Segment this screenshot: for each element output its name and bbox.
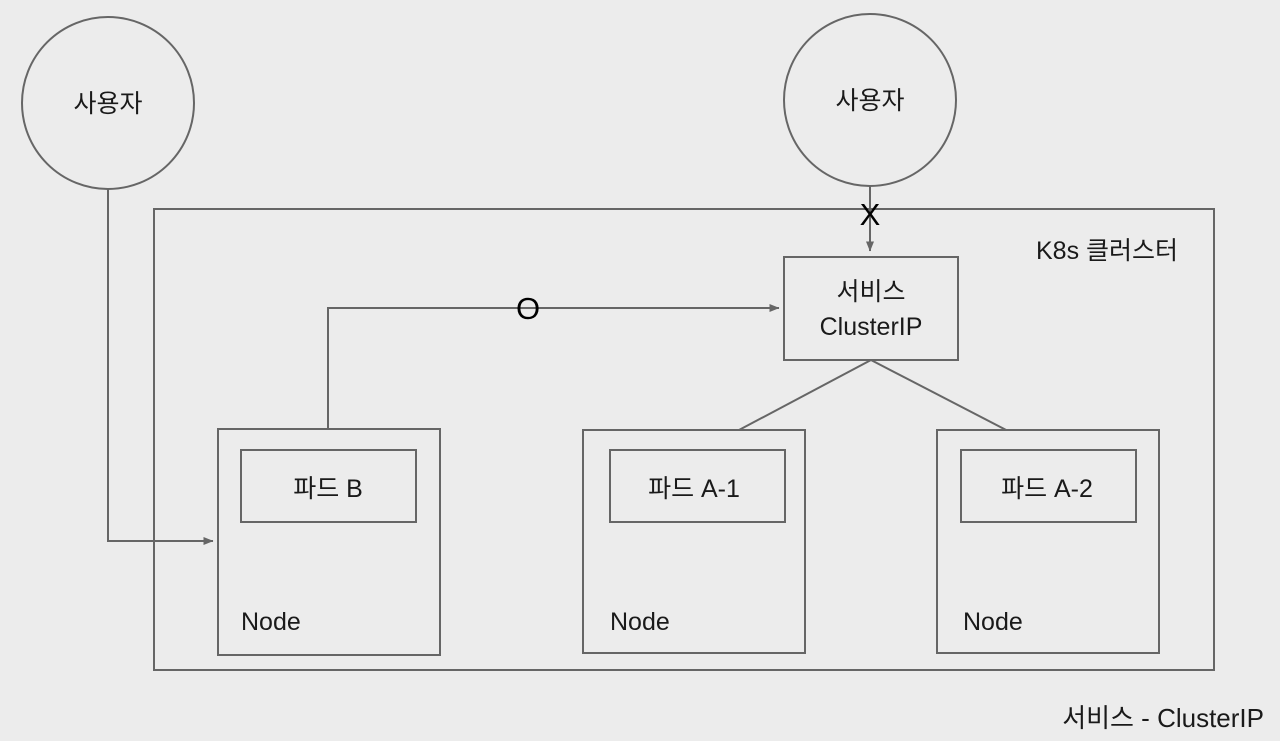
pod-box-b	[240, 449, 417, 523]
service-label-line1: 서비스	[836, 278, 905, 306]
user-left-label: 사용자	[73, 90, 142, 118]
user-right-label: 사용자	[835, 87, 904, 115]
node-label-a2: Node	[963, 608, 1023, 636]
node-label-a1: Node	[610, 608, 670, 636]
k8s-cluster-label: K8s 클러스터	[1036, 237, 1178, 265]
diagram-caption: 서비스 - ClusterIP	[1062, 703, 1264, 733]
pod-label-a1: 파드 A-1	[648, 475, 740, 503]
pod-box-a2	[960, 449, 1137, 523]
node-label-b: Node	[241, 608, 301, 636]
pod-label-b: 파드 B	[293, 475, 363, 503]
service-clusterip-box	[783, 256, 959, 361]
service-label-line2: ClusterIP	[820, 313, 923, 341]
blocked-x-marker: X	[860, 197, 881, 232]
pod-box-a1	[609, 449, 786, 523]
edge-pod-b-to-service	[327, 304, 780, 449]
allowed-o-marker: O	[516, 291, 540, 326]
edge-user-left-to-node-b	[107, 189, 214, 545]
pod-label-a2: 파드 A-2	[1001, 475, 1093, 503]
